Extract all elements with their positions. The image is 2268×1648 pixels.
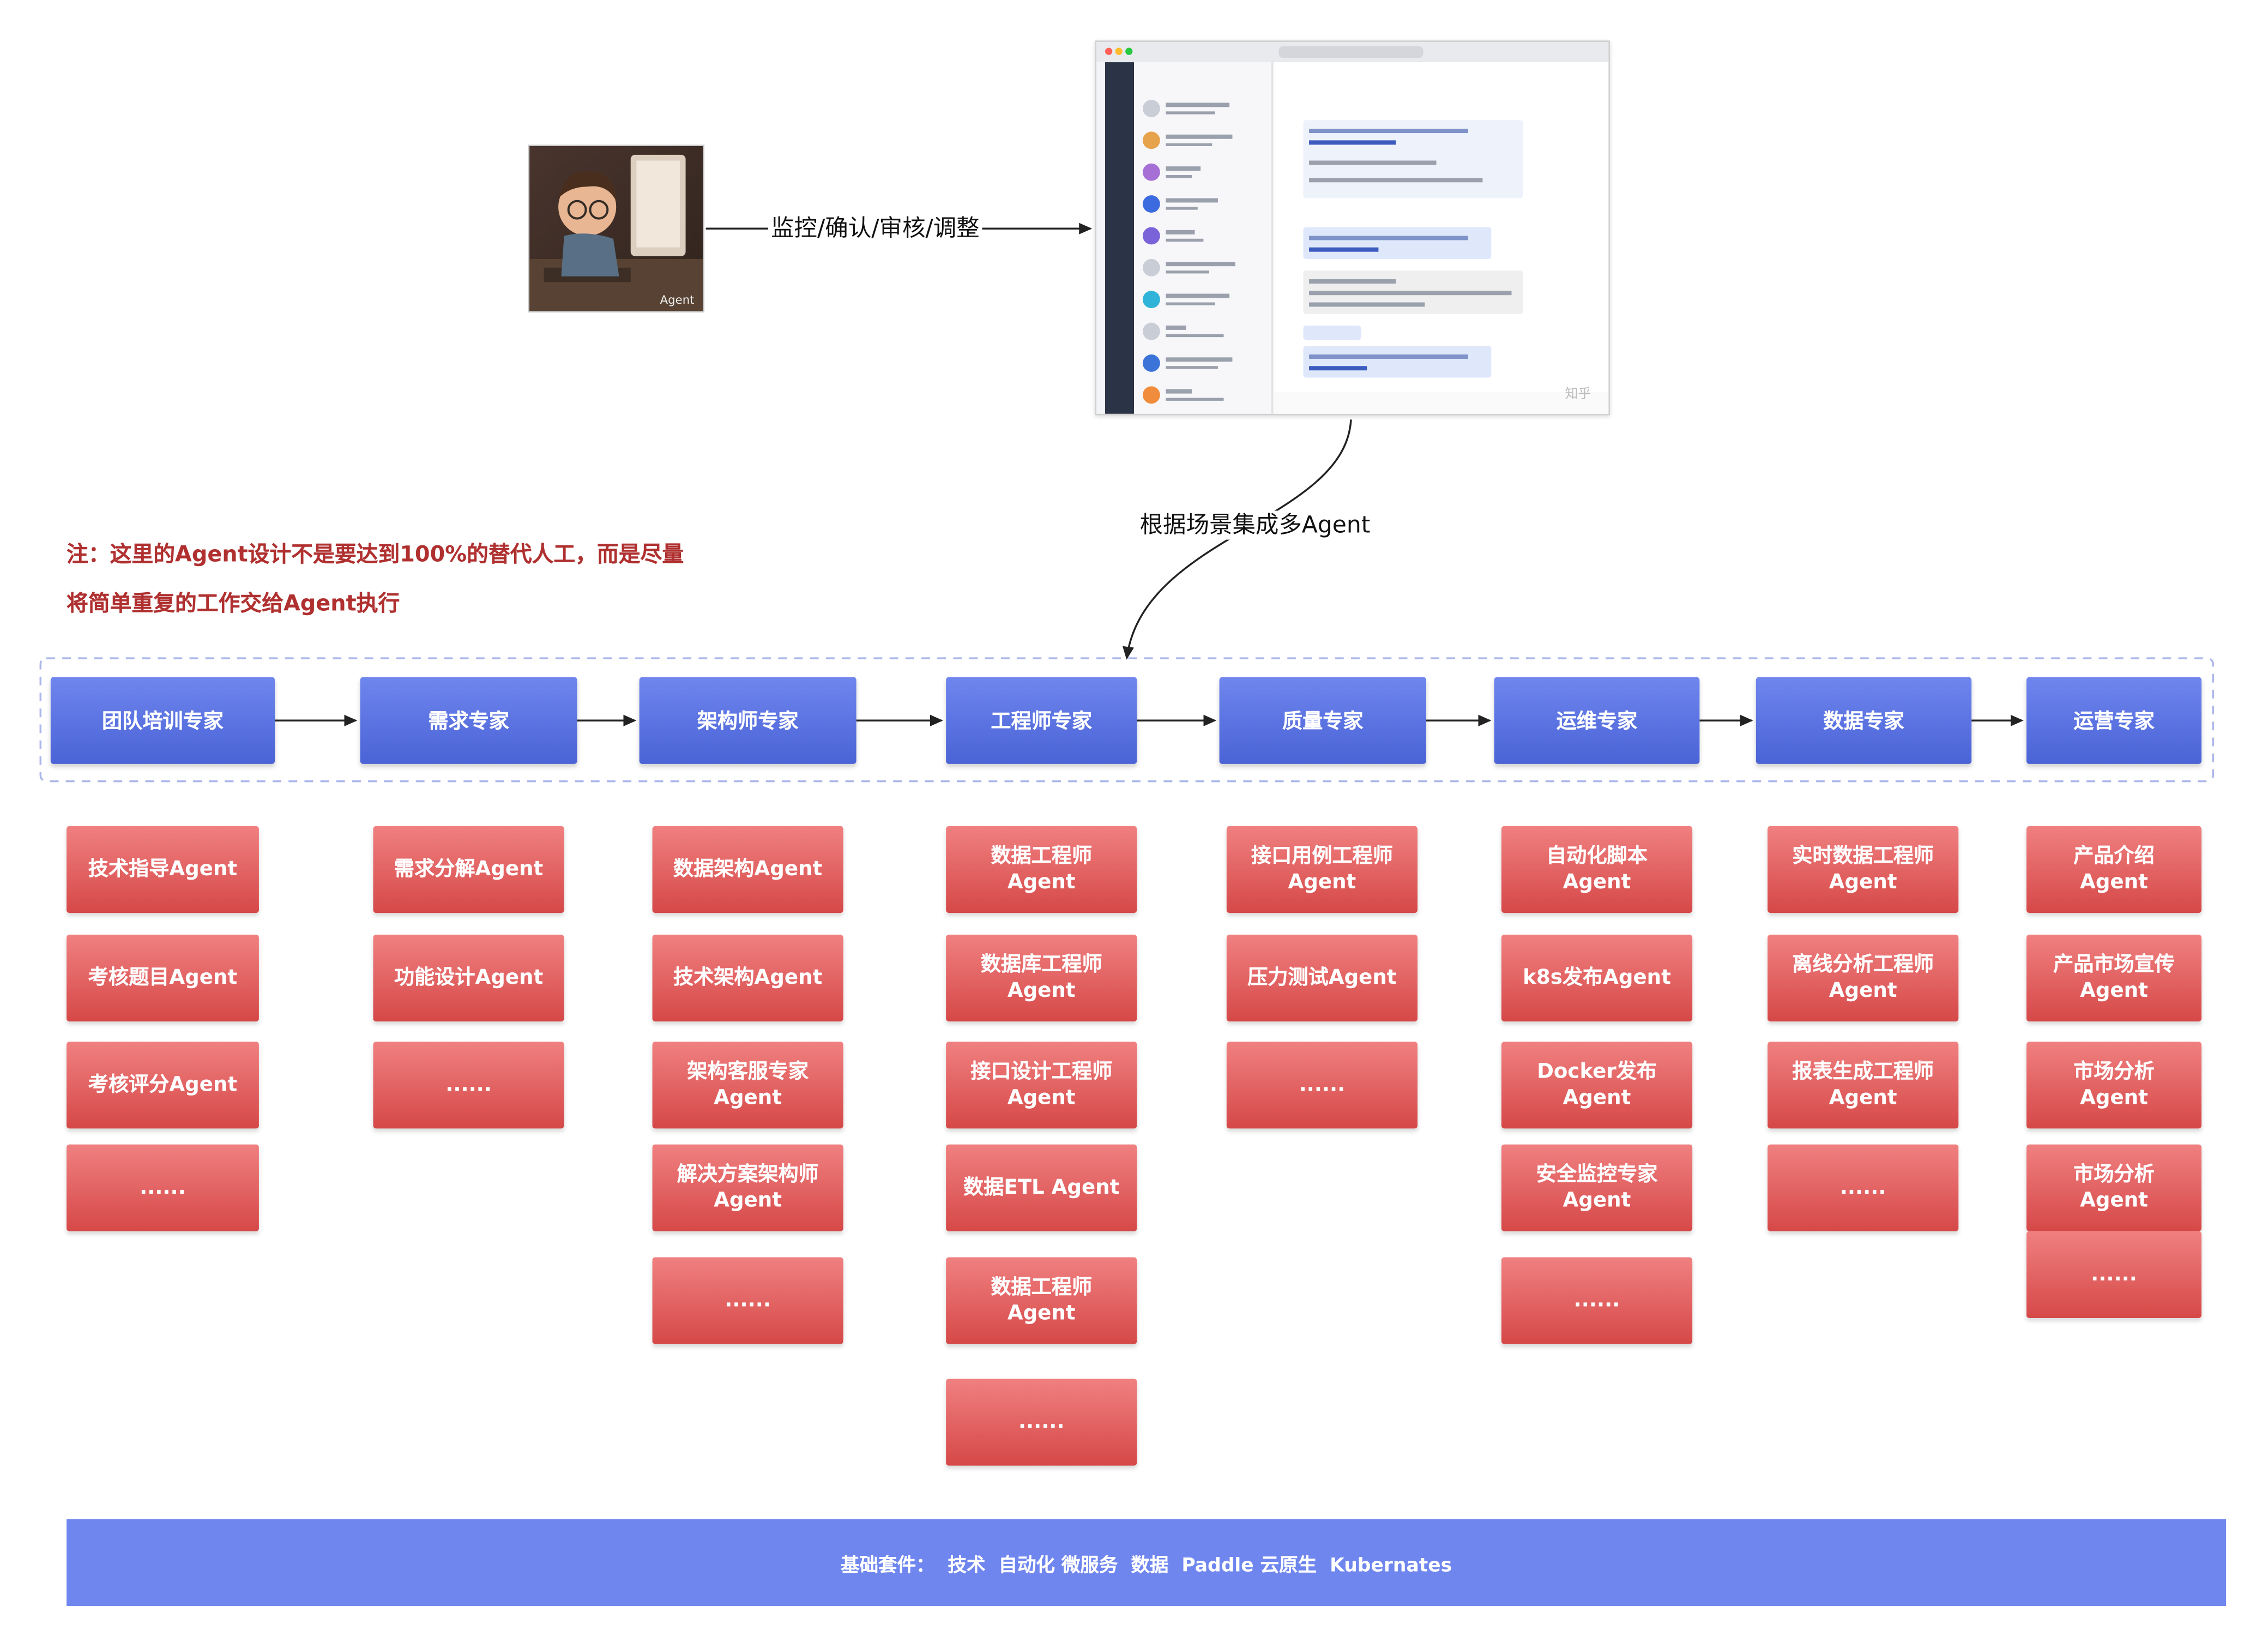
agent-api-testcase[interactable]: 接口用例工程师 Agent <box>1226 826 1418 913</box>
app-sidebar <box>1105 62 1135 414</box>
integrate-label: 根据场景集成多Agent <box>1137 510 1373 540</box>
agent-data-architecture[interactable]: 数据架构Agent <box>652 826 843 913</box>
screenshot-watermark: 知乎 <box>1565 388 1591 402</box>
agent-more[interactable]: ...... <box>1226 1042 1418 1129</box>
developer-photo: Agent <box>528 145 705 313</box>
agent-exam-questions[interactable]: 考核题目Agent <box>67 934 259 1022</box>
agent-exam-scoring[interactable]: 考核评分Agent <box>67 1042 259 1129</box>
agent-database-engineer[interactable]: 数据库工程师 Agent <box>946 934 1137 1022</box>
base-suite-bar: 基础套件： 技术 自动化 微服务 数据 Paddle 云原生 Kubernate… <box>67 1519 2227 1606</box>
design-note: 注：这里的Agent设计不是要达到100%的替代人工，而是尽量 将简单重复的工作… <box>67 530 819 628</box>
photo-caption: Agent <box>660 293 695 307</box>
agent-more[interactable]: ...... <box>1768 1144 1959 1231</box>
agent-interface-design[interactable]: 接口设计工程师 Agent <box>946 1042 1137 1129</box>
expert-operations[interactable]: 运维专家 <box>1494 677 1700 764</box>
monitor-label: 监控/确认/审核/调整 <box>768 214 982 243</box>
chat-app-screenshot: 知乎 <box>1095 40 1610 416</box>
window-close-dot <box>1105 47 1113 55</box>
app-search-bar <box>1278 46 1423 58</box>
chat-panel <box>1274 62 1609 414</box>
agent-security-monitor[interactable]: 安全监控专家 Agent <box>1501 1144 1693 1231</box>
agent-requirement-breakdown[interactable]: 需求分解Agent <box>373 826 564 913</box>
agent-k8s-release[interactable]: k8s发布Agent <box>1501 934 1693 1022</box>
agent-data-engineer-2[interactable]: 数据工程师 Agent <box>946 1257 1137 1344</box>
expert-requirements[interactable]: 需求专家 <box>360 677 577 764</box>
agent-more[interactable]: ...... <box>652 1257 843 1344</box>
agent-more[interactable]: ...... <box>1501 1257 1693 1344</box>
agent-tech-architecture[interactable]: 技术架构Agent <box>652 934 843 1022</box>
agent-offline-analysis[interactable]: 离线分析工程师 Agent <box>1768 934 1959 1022</box>
agent-data-engineer[interactable]: 数据工程师 Agent <box>946 826 1137 913</box>
agent-more[interactable]: ...... <box>373 1042 564 1129</box>
design-note-line1: 注：这里的Agent设计不是要达到100%的替代人工，而是尽量 <box>67 541 684 568</box>
agent-market-analysis[interactable]: 市场分析 Agent <box>2026 1042 2202 1129</box>
agent-solution-architect[interactable]: 解决方案架构师 Agent <box>652 1144 843 1231</box>
agent-more[interactable]: ...... <box>946 1379 1137 1466</box>
agent-report-generation[interactable]: 报表生成工程师 Agent <box>1768 1042 1959 1129</box>
expert-architect[interactable]: 架构师专家 <box>639 677 856 764</box>
expert-data[interactable]: 数据专家 <box>1756 677 1972 764</box>
expert-quality[interactable]: 质量专家 <box>1219 677 1426 764</box>
agent-tech-guidance[interactable]: 技术指导Agent <box>67 826 259 913</box>
window-max-dot <box>1125 47 1133 55</box>
agent-data-etl[interactable]: 数据ETL Agent <box>946 1144 1137 1231</box>
agent-docker-release[interactable]: Docker发布 Agent <box>1501 1042 1693 1129</box>
agent-realtime-data[interactable]: 实时数据工程师 Agent <box>1768 826 1959 913</box>
expert-operation-marketing[interactable]: 运营专家 <box>2026 677 2202 764</box>
agent-more[interactable]: ...... <box>2026 1231 2202 1318</box>
agent-stress-test[interactable]: 压力测试Agent <box>1226 934 1418 1022</box>
window-min-dot <box>1115 47 1123 55</box>
conversation-list <box>1134 62 1273 414</box>
agent-automation-script[interactable]: 自动化脚本 Agent <box>1501 826 1693 913</box>
expert-team-training[interactable]: 团队培训专家 <box>50 677 275 764</box>
agent-product-intro[interactable]: 产品介绍 Agent <box>2026 826 2202 913</box>
agent-architecture-support[interactable]: 架构客服专家 Agent <box>652 1042 843 1129</box>
agent-product-promotion[interactable]: 产品市场宣传 Agent <box>2026 934 2202 1022</box>
design-note-line2: 将简单重复的工作交给Agent执行 <box>67 590 400 617</box>
agent-more[interactable]: ...... <box>67 1144 259 1231</box>
titlebar <box>1096 41 1609 63</box>
agent-market-analysis-2[interactable]: 市场分析 Agent <box>2026 1144 2202 1231</box>
agent-feature-design[interactable]: 功能设计Agent <box>373 934 564 1022</box>
expert-engineer[interactable]: 工程师专家 <box>946 677 1137 764</box>
